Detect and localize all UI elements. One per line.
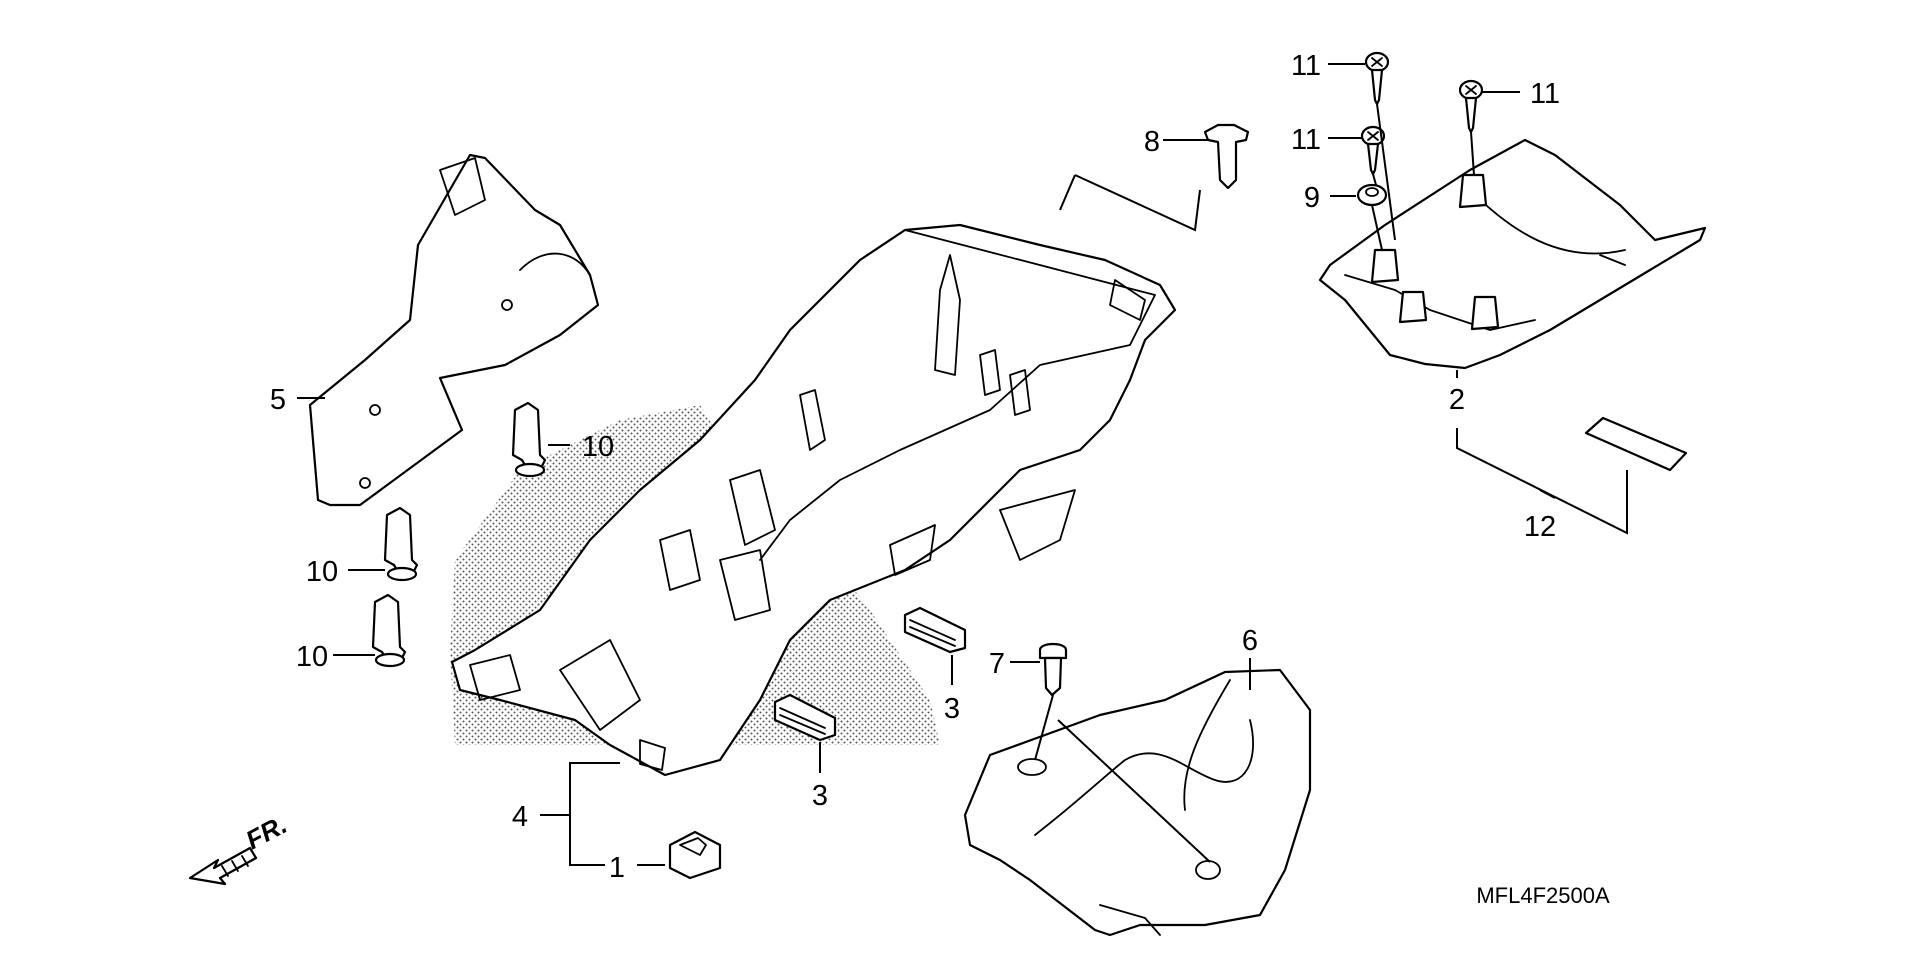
part-11-screw-b xyxy=(1458,79,1484,134)
callout-11-top: 11 xyxy=(1291,50,1321,82)
drawing-code: MFL4F2500A xyxy=(1476,883,1610,908)
callout-11-left: 11 xyxy=(1291,124,1321,156)
part-3-pad-a xyxy=(903,606,967,654)
callout-12: 12 xyxy=(1524,511,1556,543)
part-11-screw-a xyxy=(1364,51,1390,106)
callout-5: 5 xyxy=(270,384,286,416)
part-8-clip xyxy=(1203,123,1250,190)
part-6-mudguard xyxy=(963,668,1312,937)
front-direction-arrow-icon xyxy=(188,846,258,886)
part-11-screw-c xyxy=(1360,125,1386,176)
part-7-bolt xyxy=(1038,642,1068,697)
callout-9: 9 xyxy=(1304,182,1320,214)
part-3-pad-b xyxy=(773,693,837,742)
callout-4: 4 xyxy=(512,801,528,833)
callout-11-right: 11 xyxy=(1530,78,1560,110)
callout-6: 6 xyxy=(1242,625,1258,657)
callout-2: 2 xyxy=(1449,384,1465,416)
part-5-side-cover xyxy=(308,153,600,507)
part-1-nut xyxy=(668,830,722,880)
callout-10-top: 10 xyxy=(582,431,614,463)
part-2-rear-cover xyxy=(1318,138,1707,370)
part-9-grommet xyxy=(1356,183,1388,207)
main-rear-fender xyxy=(450,223,1177,777)
part-12-label xyxy=(1584,416,1688,472)
leader-lines xyxy=(297,63,1628,866)
callout-7: 7 xyxy=(989,648,1005,680)
callout-3-right: 3 xyxy=(944,693,960,725)
callout-8: 8 xyxy=(1144,126,1160,158)
part-10-clip-c xyxy=(371,593,407,668)
callout-10-bottom: 10 xyxy=(296,641,328,673)
part-10-clip-a xyxy=(511,401,547,478)
callout-10-middle: 10 xyxy=(306,556,338,588)
part-10-clip-b xyxy=(383,506,419,582)
callout-3-left: 3 xyxy=(812,780,828,812)
callout-1: 1 xyxy=(609,852,625,884)
